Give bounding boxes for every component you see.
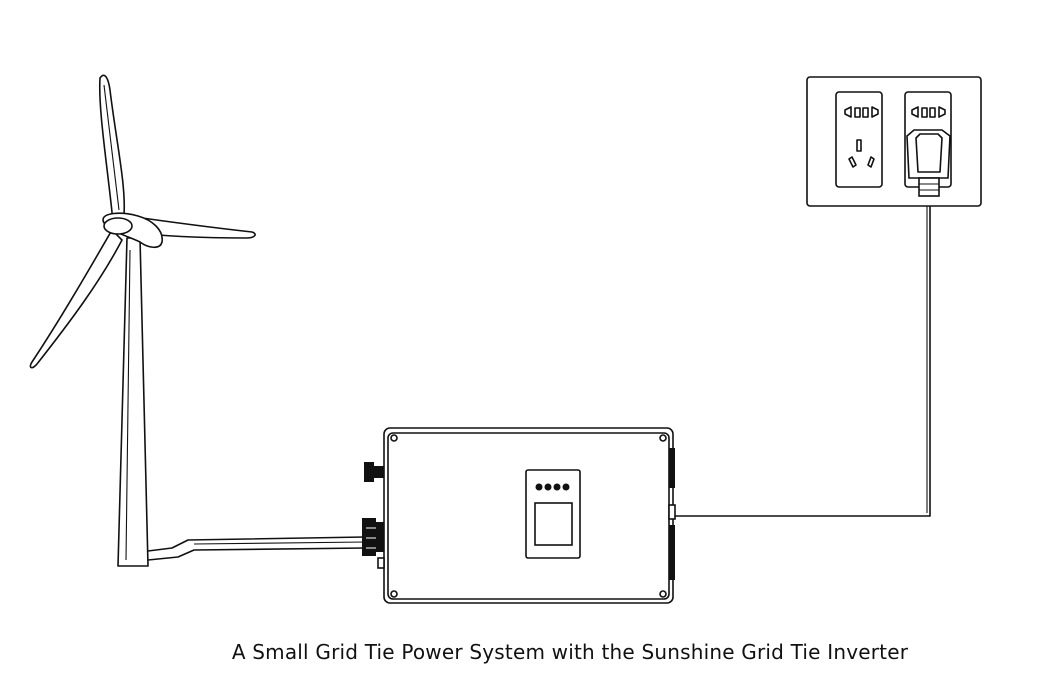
power-plug <box>906 129 951 197</box>
ac-cable <box>674 195 931 517</box>
socket-wall-plate <box>806 76 982 207</box>
ac-cable-line <box>674 195 931 517</box>
turbine-tower <box>117 237 149 567</box>
dc-cable-bottom <box>147 547 366 561</box>
wind-turbine <box>29 74 256 567</box>
diagram-caption: A Small Grid Tie Power System with the S… <box>231 640 909 664</box>
inverter-status-leds <box>535 483 570 491</box>
turbine-hub <box>103 217 133 235</box>
grid-tie-inverter <box>362 427 676 604</box>
plug-strain-relief <box>918 177 940 197</box>
inverter-connectors <box>362 462 385 569</box>
dc-cable-top <box>147 536 366 552</box>
dc-cable <box>147 536 366 561</box>
turbine-tower-edge <box>125 249 131 561</box>
inverter-heat-fins <box>668 448 676 580</box>
turbine-blade-left <box>29 228 123 369</box>
inverter-lcd-screen <box>534 502 573 546</box>
turbine-blade-up-edge <box>103 84 120 211</box>
wall-socket-panel <box>806 76 982 207</box>
socket-outlet-left <box>835 91 883 188</box>
